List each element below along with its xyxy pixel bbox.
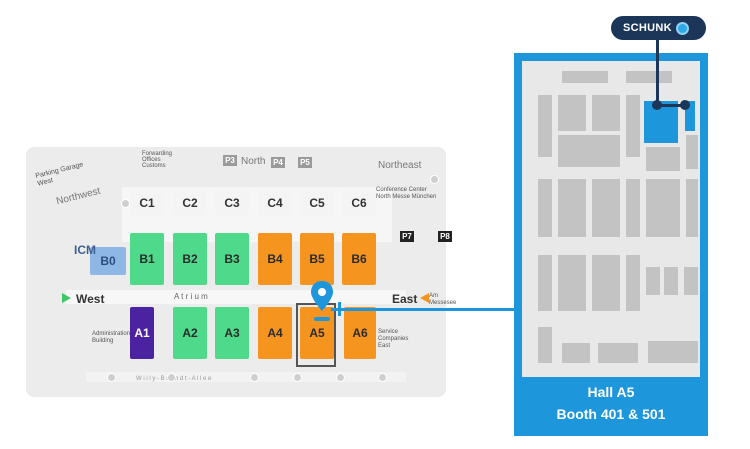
- label-atrium: A t r i u m: [174, 292, 208, 301]
- hall-c1[interactable]: C1: [130, 191, 164, 215]
- label-am-messesee: Am Messesee: [429, 293, 457, 306]
- schunk-logo: SCHUNK: [611, 16, 706, 40]
- label-service: Service Companies East: [378, 329, 409, 349]
- map-marker-dot: [293, 373, 302, 382]
- logo-connector-dot: [652, 100, 662, 110]
- hall-b0[interactable]: B0: [90, 247, 126, 275]
- label-conference-center: Conference Center North Messe München: [376, 187, 437, 200]
- floorplan-block: [562, 71, 608, 83]
- floorplan-block: [538, 255, 552, 311]
- parking-p4: P4: [271, 157, 285, 168]
- schunk-logo-icon: [675, 21, 689, 35]
- label-forwarding: Forwarding Offices Customs: [142, 151, 173, 169]
- hall-c3[interactable]: C3: [215, 191, 249, 215]
- parking-p7: P7: [400, 231, 414, 242]
- floorplan-block: [538, 327, 552, 363]
- label-icm: ICM: [74, 243, 96, 257]
- floorplan-block: [646, 179, 680, 237]
- hall-c5[interactable]: C5: [300, 191, 334, 215]
- fairground-map: C1 C2 C3 C4 C5 C6 B0 B1 B2 B3 B4 B5 B6 A…: [26, 147, 456, 397]
- label-parking-garage: Parking Garage West: [34, 161, 85, 188]
- hall-a6[interactable]: A6: [344, 307, 376, 359]
- floorplan-block: [646, 267, 660, 295]
- floorplan-block: [558, 179, 586, 237]
- connector-cap: [338, 302, 341, 316]
- logo-connector-line-inner: [656, 53, 659, 107]
- label-administration: Administration Building: [92, 331, 131, 344]
- hall-b3[interactable]: B3: [215, 233, 249, 285]
- hall-floorplan: [522, 61, 700, 377]
- arrow-left-icon: [420, 293, 429, 303]
- hall-a1[interactable]: A1: [130, 307, 154, 359]
- schunk-logo-text: SCHUNK: [623, 22, 672, 34]
- floorplan-block: [562, 343, 590, 363]
- hall-a5[interactable]: A5: [300, 307, 334, 359]
- hall-b5[interactable]: B5: [300, 233, 334, 285]
- floorplan-block: [558, 135, 620, 167]
- map-marker-dot: [336, 373, 345, 382]
- hall-a3[interactable]: A3: [215, 307, 249, 359]
- logo-connector-dot: [680, 100, 690, 110]
- hall-c2[interactable]: C2: [173, 191, 207, 215]
- label-east: East: [392, 292, 418, 306]
- connector-line: [331, 308, 514, 311]
- hall-b4[interactable]: B4: [258, 233, 292, 285]
- hall-c4[interactable]: C4: [258, 191, 292, 215]
- floorplan-block: [598, 343, 638, 363]
- label-north: North: [241, 156, 266, 167]
- floorplan-block: [558, 255, 586, 311]
- map-marker-dot: [107, 373, 116, 382]
- floorplan-block: [684, 267, 698, 295]
- hall-b6[interactable]: B6: [342, 233, 376, 285]
- floorplan-block: [686, 179, 698, 237]
- map-marker-dot: [250, 373, 259, 382]
- floorplan-block: [648, 341, 698, 363]
- floorplan-block: [592, 179, 620, 237]
- floorplan-block: [664, 267, 678, 295]
- floorplan-block: [626, 179, 640, 237]
- hall-b1[interactable]: B1: [130, 233, 164, 285]
- floorplan-block: [558, 95, 586, 131]
- location-pin-icon: [311, 281, 333, 321]
- parking-p8: P8: [438, 231, 452, 242]
- hall-c6[interactable]: C6: [342, 191, 376, 215]
- atrium-band: [66, 290, 406, 304]
- map-marker-dot: [378, 373, 387, 382]
- map-marker-dot: [121, 199, 130, 208]
- floorplan-block: [538, 95, 552, 157]
- logo-connector-horizontal: [656, 104, 686, 107]
- label-west: West: [76, 292, 105, 306]
- floorplan-block: [626, 71, 672, 83]
- booth-highlight-small: [685, 101, 695, 131]
- panel-booth-label: Booth 401 & 501: [556, 406, 666, 422]
- hall-a5-highlight-frame: [296, 303, 336, 367]
- parking-p5: P5: [298, 157, 312, 168]
- floorplan-block: [626, 95, 640, 157]
- street-band: [86, 372, 406, 382]
- floorplan-block: [646, 147, 680, 171]
- floorplan-block: [686, 135, 698, 169]
- label-northeast: Northeast: [378, 160, 422, 171]
- panel-hall-label: Hall A5: [587, 384, 635, 400]
- map-marker-dot: [430, 175, 439, 184]
- floorplan-block: [538, 179, 552, 237]
- map-marker-dot: [167, 373, 176, 382]
- parking-p3: P3: [223, 155, 237, 166]
- hall-a4[interactable]: A4: [258, 307, 292, 359]
- arrow-right-icon: [62, 293, 71, 303]
- hall-a2[interactable]: A2: [173, 307, 207, 359]
- hall-b2[interactable]: B2: [173, 233, 207, 285]
- hall-detail-panel: Hall A5 Booth 401 & 501: [514, 53, 708, 436]
- floorplan-block: [626, 255, 640, 311]
- panel-text: Hall A5 Booth 401 & 501: [514, 381, 708, 425]
- label-northwest: Northwest: [55, 185, 102, 208]
- floorplan-block: [592, 255, 620, 311]
- floorplan-block: [592, 95, 620, 131]
